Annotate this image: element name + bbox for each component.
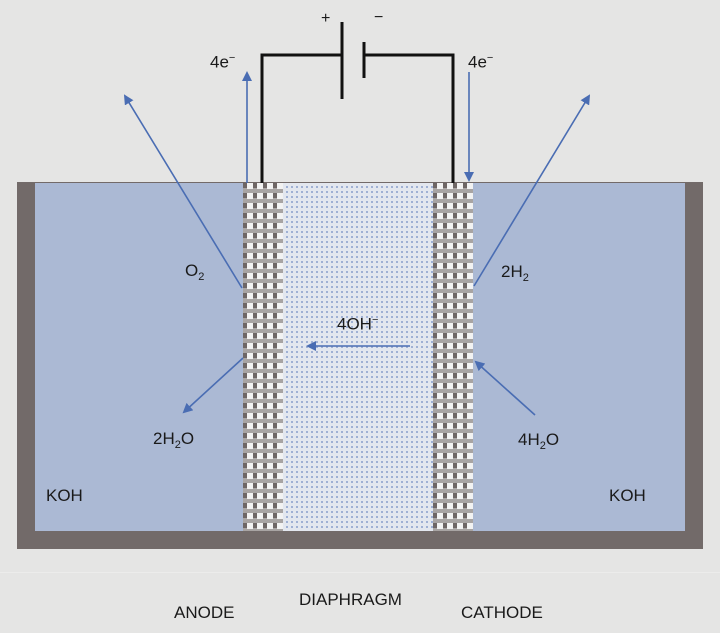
anode-electrode bbox=[243, 183, 283, 531]
koh-left-label: KOH bbox=[46, 486, 83, 505]
battery-positive-label: + bbox=[321, 10, 331, 27]
electron-charge: − bbox=[228, 52, 236, 64]
h2-arrow bbox=[473, 94, 591, 287]
h2o-anode-label: 2H2O bbox=[153, 430, 194, 451]
battery-negative-label: − bbox=[374, 9, 384, 26]
divider bbox=[0, 572, 720, 573]
circuit-wire bbox=[260, 53, 455, 183]
h2o-cathode-label: 4H2O bbox=[518, 431, 559, 452]
diaphragm bbox=[283, 183, 433, 531]
cathode-label: CATHODE bbox=[461, 603, 543, 622]
electron-count: 4e bbox=[210, 52, 229, 72]
o2-sub: 2 bbox=[198, 271, 205, 283]
h2o-sub: 2 bbox=[539, 440, 546, 452]
anode-label: ANODE bbox=[174, 603, 235, 622]
h2o-anode-arrow bbox=[182, 357, 244, 414]
electron-count: 4e bbox=[468, 52, 487, 72]
oh-base: 4OH bbox=[337, 314, 372, 334]
o2-label: O2 bbox=[185, 262, 204, 283]
h2o-post: O bbox=[180, 429, 195, 448]
electron-label-anode: 4e− bbox=[210, 53, 235, 71]
h2-sub: 2 bbox=[522, 272, 529, 284]
oh-sup: − bbox=[371, 314, 379, 326]
h2o-cathode-arrow bbox=[474, 360, 536, 416]
o2-base: O bbox=[185, 261, 199, 280]
oh-label: 4OH− bbox=[337, 315, 378, 333]
h2-base: 2H bbox=[501, 262, 523, 281]
electron-label-cathode: 4e− bbox=[468, 53, 493, 71]
electron-charge: − bbox=[486, 52, 494, 64]
h2o-sub: 2 bbox=[174, 439, 181, 451]
h2o-pre: 2H bbox=[153, 429, 175, 448]
h2o-post: O bbox=[545, 430, 560, 449]
o2-arrow bbox=[123, 94, 243, 289]
diaphragm-label: DIAPHRAGM bbox=[299, 590, 402, 609]
koh-right-label: KOH bbox=[609, 486, 646, 505]
h2o-pre: 4H bbox=[518, 430, 540, 449]
cathode-electrode bbox=[433, 183, 473, 531]
h2-label: 2H2 bbox=[501, 263, 529, 284]
